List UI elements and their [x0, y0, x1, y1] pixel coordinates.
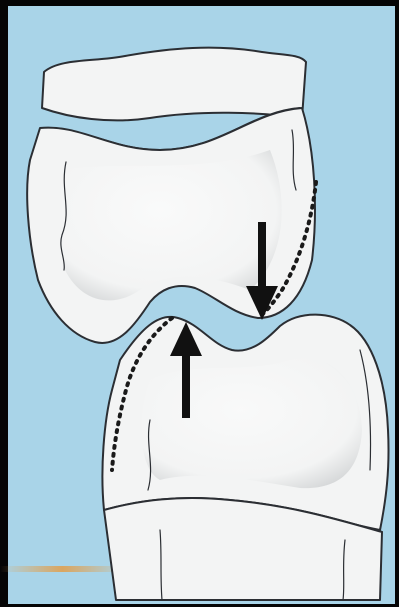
lower-tooth-shading: [141, 358, 362, 488]
upper-tooth-shading: [60, 150, 282, 300]
glow-streak: [0, 566, 125, 572]
lower-tooth: [102, 315, 388, 600]
